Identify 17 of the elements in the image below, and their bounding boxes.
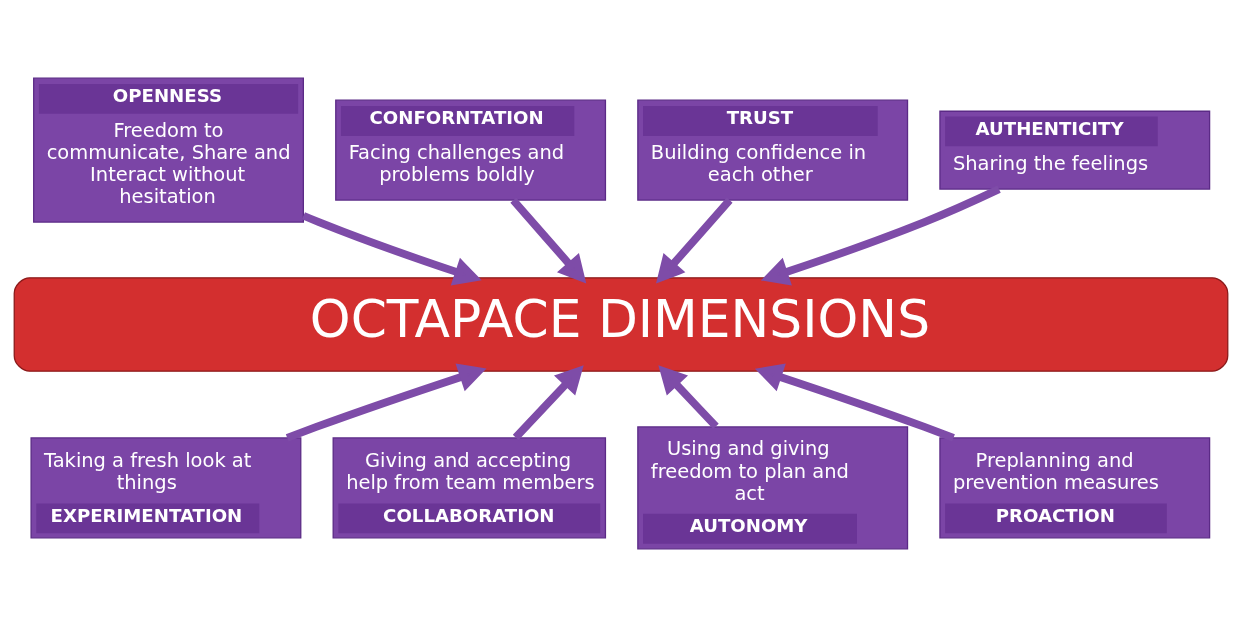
arrow: [512, 365, 584, 441]
arrow: [285, 363, 487, 442]
node-box: Using and giving freedom to plan and act AUTONOMY: [637, 426, 909, 550]
arrow: [760, 185, 1001, 286]
node-box: TRUST Building confidence in each other: [637, 99, 909, 201]
arrow: [301, 212, 482, 286]
node-box: AUTHENTICITY Sharing the feelings: [939, 110, 1211, 190]
node-box: Giving and accepting help from team members COLLABORATION: [332, 437, 607, 539]
node-box: OCTAPACE DIMENSIONS: [13, 277, 1229, 372]
arrow: [510, 197, 587, 284]
node-box: Preplanning and prevention measures PROACTION: [939, 437, 1211, 539]
arrow: [656, 197, 733, 284]
node-box: Taking a fresh look at things EXPERIMENTATION: [30, 437, 302, 539]
node-box: OPENNESS Freedom to communicate, Share and Interact without hesitation: [33, 77, 304, 223]
node-box: CONFORNTATION Facing challenges and problems boldly: [335, 99, 607, 201]
arrow: [754, 363, 955, 442]
arrow: [658, 365, 719, 430]
